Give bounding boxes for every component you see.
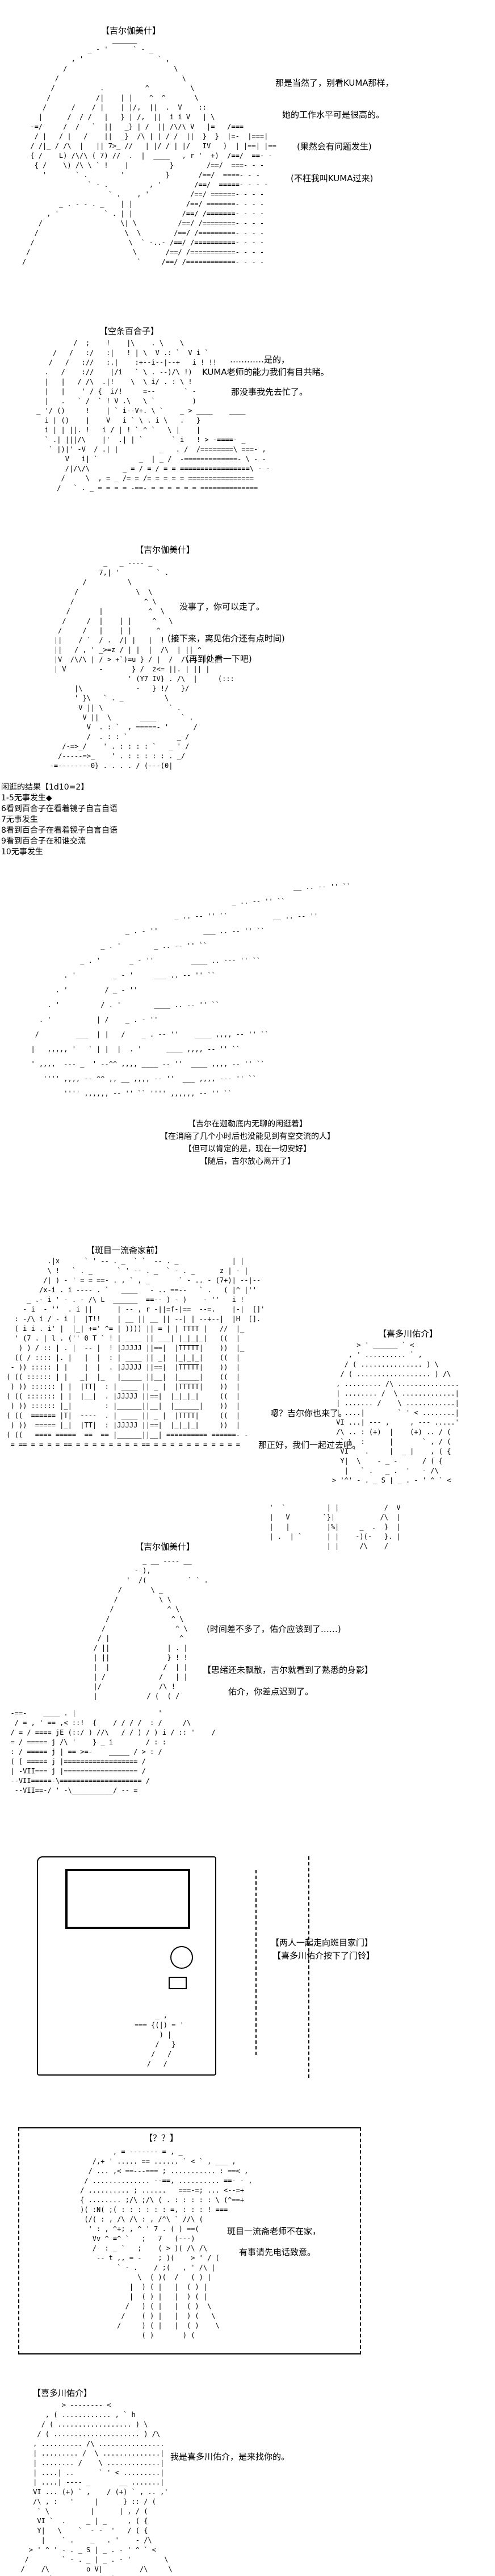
narration-line: 【但可以肯定的是，现在一切安好】 (184, 1145, 311, 1154)
roll-result-line: 8看到百合子在看着镜子自言自语 (1, 826, 118, 835)
gilgamesh-ascii-art-1: ______ _ - ' ` - _ , ' ` , / \ / \ / . (22, 36, 276, 266)
roll-result-line: 9看到百合子在和谁交流 (1, 837, 86, 846)
ground-ascii-art: -==- ____ . | ' / = , ' == ,< ::! { / / … (10, 1709, 216, 1794)
dialogue-line: 没事了，你可以走了。 (179, 602, 265, 612)
dialogue-line: KUMA老师的能力我们有目共睹。 (202, 367, 329, 377)
dialogue-line: 那没事我先去忙了。 (231, 387, 308, 397)
narration-line: 【两人一起走向斑目家门】 (271, 1938, 374, 1948)
yusuke-ascii-art-2: > -------- < , ( ............ , ` h / ( … (16, 2401, 177, 2576)
character-label-yusuke-2: 【喜多川佑介】 (32, 2388, 93, 2398)
yuriko-ascii-art: / ; ! |\ . \ \ / / :/ :| ! | \ V .: ` V … (36, 339, 270, 492)
dialogue-line: 斑目一流斋老师不在家， (227, 2226, 321, 2236)
roll-result-line: 闲逛的结果【1d10=2】 (1, 783, 89, 792)
gilgamesh-ascii-art-2: _ _ ---- _ 7,| ' ` . / \ / \ \ / ^ \ / |… (49, 559, 234, 770)
gilgamesh-ascii-art-3: _ __ ---- __ - ), ' /( ` ` . / \ _ / \ \… (93, 1557, 208, 1700)
dialogue-line: 她的工作水平可是很高的。 (282, 110, 385, 120)
narration-block: 【吉尔在迦勒底内无聊的闲逛着】 【在消磨了几个小时后也没能见到有空交流的人】 【… (0, 1118, 495, 1168)
character-label-gilgamesh-1: 【吉尔伽美什】 (101, 26, 161, 36)
dialogue-line: (果然会有问题发生) (297, 141, 372, 152)
character-label-gilgamesh-3: 【吉尔伽美什】 (135, 1542, 195, 1552)
dialogue-line: 那正好，我们一起过去吧。 (258, 1440, 361, 1450)
background-figures-ascii-art: ' ` | | / V | V `}| /\ | | | |%| _ . } |… (269, 1504, 401, 1550)
character-label-gilgamesh-2: 【吉尔伽美什】 (135, 545, 195, 555)
narration-line: 【在消磨了几个小时后也没能见到有空交流的人】 (160, 1132, 335, 1141)
roll-result-line: 10无事发生 (1, 847, 43, 857)
roll-result-line: 6看到百合子在看着镜子自言自语 (1, 804, 118, 813)
narration-line: 【吉尔在迦勒底内无聊的闲逛着】 (188, 1120, 307, 1129)
roll-result-line: 1-5无事发生◆ (1, 794, 52, 803)
dialogue-line: 有事请先电话致意。 (239, 2247, 316, 2257)
dice-roll-result-block: 闲逛的结果【1d10=2】 1-5无事发生◆ 6看到百合子在看着镜子自言自语 7… (1, 782, 118, 858)
wall-line-dashdot (255, 1870, 257, 2055)
dialogue-line: 嗯？吉尔你也来了。 (270, 1408, 347, 1418)
house-ascii-art: .|x ` ' -- . _ ` ` -- . _ | | \ ! ` . _ … (6, 1257, 265, 1448)
dialogue-line: (再到处看一下吧) (186, 654, 252, 664)
dialogue-line: (接下来，离见佑介还有点时间) (167, 633, 285, 644)
intercom-screen (65, 1869, 190, 1929)
mystery-panel-frame (18, 2127, 361, 2354)
dialogue-line: (时间差不多了，佑介应该到了……) (207, 1624, 341, 1634)
dialogue-line: (不枉我叫KUMA过来) (291, 173, 374, 183)
narration-line: 【随后，吉尔放心离开了】 (200, 1157, 295, 1166)
narration-line: 【喜多川佑介按下了门铃】 (272, 1951, 375, 1961)
intercom-panel (37, 1856, 216, 2076)
roll-result-line: 7无事发生 (1, 815, 38, 824)
location-label-madarame-house: 【斑目一流斋家前】 (86, 1245, 163, 1255)
wall-line-dashed (308, 1856, 309, 2078)
dialogue-line: 那是当然了，别看KUMA那样， (275, 78, 394, 88)
doorbell-button (169, 1977, 187, 1989)
panorama-ascii-art: __ .. -- '' `` _ .. -- '' `` _ .. -- '' … (31, 883, 351, 1097)
character-label-yuriko: 【空条百合子】 (99, 326, 160, 336)
yusuke-ascii-art-1: > ' ______ ` < , ' .......... ` , / ( ..… (332, 1341, 459, 1484)
dialogue-line: 佑介，你差点迟到了。 (228, 1686, 314, 1697)
dialogue-line: 我是喜多川佑介，是来找你的。 (170, 2452, 290, 2462)
character-label-yusuke-1: 【喜多川佑介】 (378, 1329, 438, 1339)
mystery-character-ascii-art: , = ------- = , _ /,+ ' ..... == ...... … (80, 2148, 253, 2339)
narration-line: 【思绪还未飘散，吉尔就看到了熟悉的身影】 (203, 1665, 374, 1675)
dialogue-line: …………是的， (230, 354, 290, 365)
intercom-speaker-circle (170, 1946, 193, 1969)
pressing-hand-icon: _ , === {(|) = ' ) | / } / / / / (135, 2011, 184, 2068)
character-label-unknown: 【？？】 (144, 2133, 179, 2143)
